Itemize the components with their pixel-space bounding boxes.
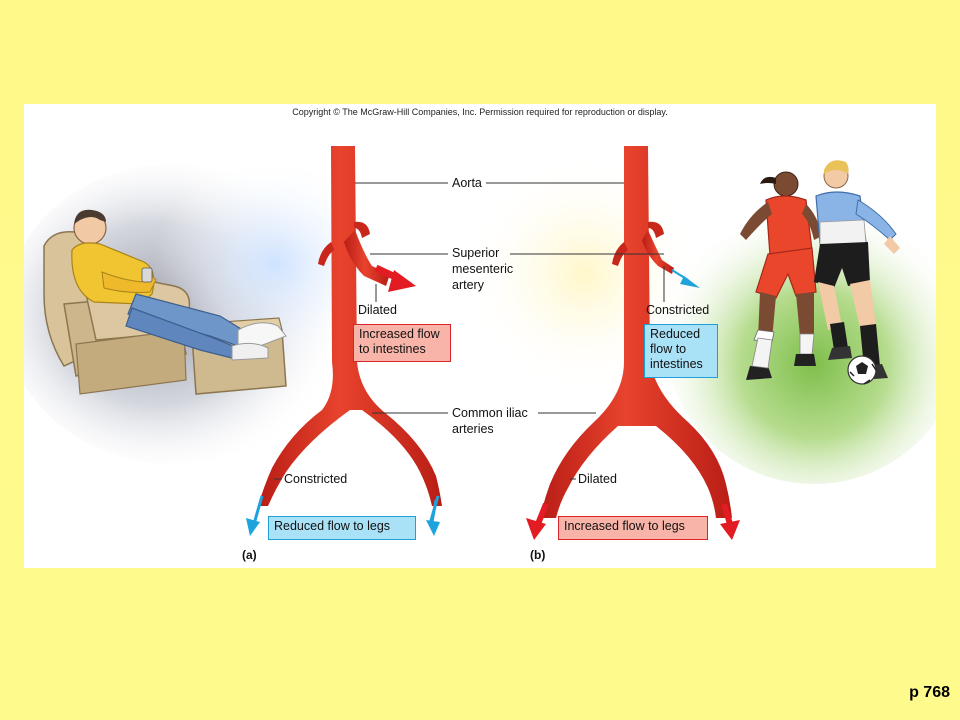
panel-b-intestine-flow-line3: intestines — [650, 357, 703, 371]
panel-b-letter: (b) — [530, 548, 546, 562]
page-reference: p 768 — [909, 684, 950, 701]
common-iliac-arteries-label-line2: arteries — [452, 422, 494, 436]
panel-b-leg-state: Dilated — [578, 472, 617, 486]
panel-a-artery-tree — [246, 146, 442, 536]
superior-mesenteric-artery-label-line2: mesenteric — [452, 262, 514, 276]
panel-a-intestine-flow-line2: to intestines — [359, 342, 426, 356]
figure-artwork — [24, 146, 936, 540]
panel-a-mesenteric-state: Dilated — [358, 303, 397, 317]
common-iliac-arteries-label-line1: Common iliac — [452, 406, 528, 420]
leader-lines — [274, 182, 665, 480]
panel-a-leg-flow-text: Reduced flow to legs — [274, 519, 391, 533]
panel-b-mesenteric-state: Constricted — [646, 303, 710, 317]
panel-b-intestine-flow-line2: flow to — [650, 342, 687, 356]
copyright-notice: Copyright © The McGraw-Hill Companies, I… — [292, 107, 668, 117]
superior-mesenteric-artery-label-line1: Superior — [452, 246, 500, 260]
aorta-label: Aorta — [452, 176, 482, 190]
panel-a-leg-flow-box: Reduced flow to legs — [268, 516, 416, 540]
physiology-figure: Copyright © The McGraw-Hill Companies, I… — [24, 104, 936, 568]
panel-a-intestine-flow-line1: Increased flow — [359, 327, 440, 341]
resting-man-illustration — [43, 209, 287, 395]
panel-b-leg-flow-text: Increased flow to legs — [564, 519, 685, 533]
panel-a-leg-state: Constricted — [284, 472, 348, 486]
panel-a-intestine-flow-box: Increased flow to intestines — [353, 324, 451, 362]
panel-b-artery-tree — [526, 146, 740, 540]
panel-a-letter: (a) — [242, 548, 257, 562]
panel-b-intestine-flow-box: Reduced flow to intestines — [644, 324, 718, 378]
superior-mesenteric-artery-label-line3: artery — [452, 278, 484, 292]
panel-b-leg-flow-box: Increased flow to legs — [558, 516, 708, 540]
panel-b-intestine-flow-line1: Reduced — [650, 327, 701, 341]
soccer-players-illustration — [740, 160, 900, 385]
